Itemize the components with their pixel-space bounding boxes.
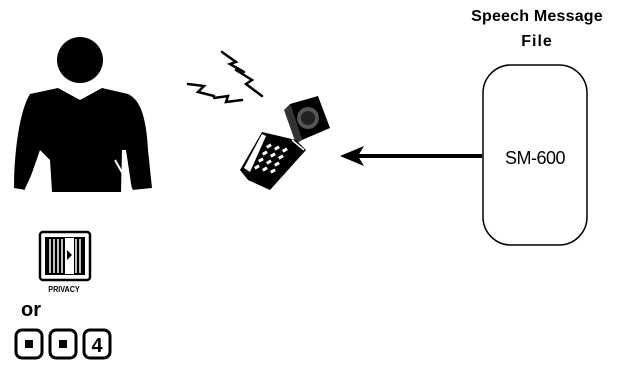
title-file: File <box>521 33 553 50</box>
key-4-label: 4 <box>91 335 103 357</box>
key-dot-icon <box>14 328 44 360</box>
sm-600-label: SM-600 <box>504 148 566 168</box>
key-4-icon: 4 <box>82 328 112 360</box>
signal-waves-icon <box>186 50 264 104</box>
person-icon <box>14 37 152 192</box>
key-sequence: 4 <box>14 328 112 360</box>
flip-phone-icon <box>240 96 330 190</box>
privacy-button-label: PRIVACY <box>48 285 80 294</box>
arrow-left-icon <box>340 146 482 166</box>
sm-600-device-box <box>482 64 588 246</box>
or-text: or <box>21 299 41 321</box>
key-dot-icon <box>48 328 78 360</box>
title-speech-message: Speech Message <box>471 8 603 25</box>
privacy-button-icon <box>38 230 92 282</box>
